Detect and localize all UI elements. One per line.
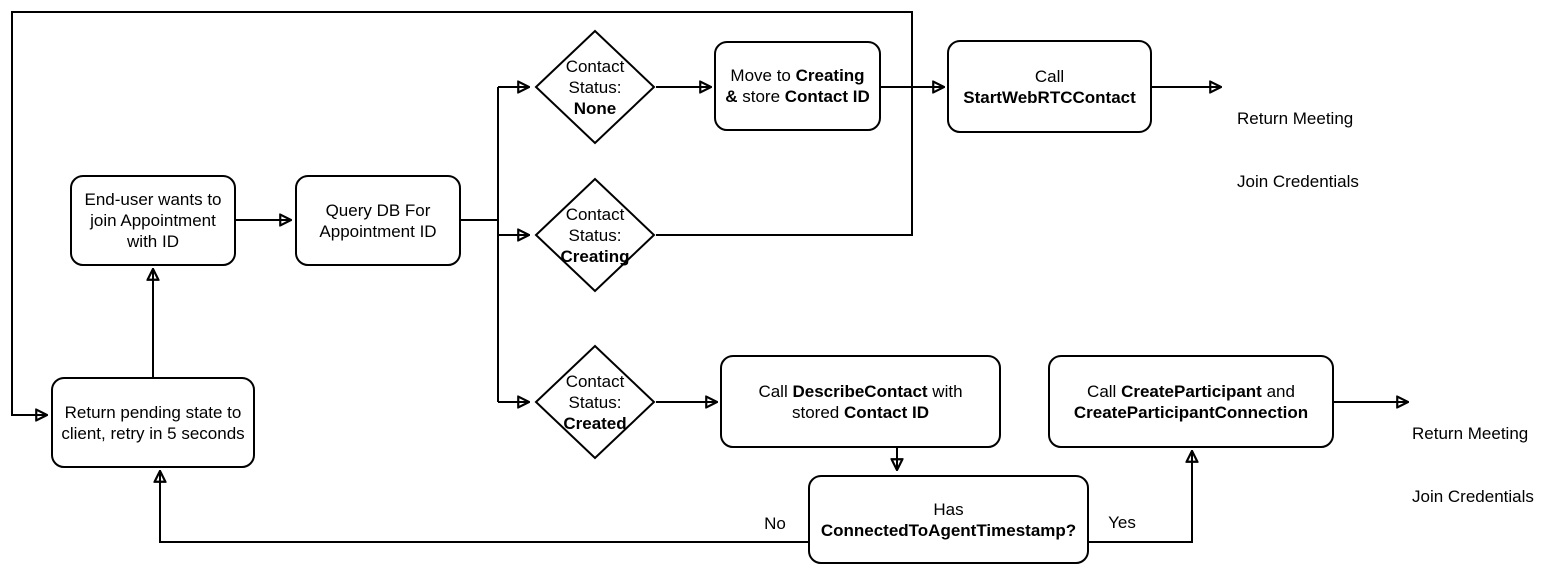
text-segment: Contact ID	[843, 402, 929, 422]
node-text-line: Status:	[568, 77, 622, 97]
node-text-line: Creating	[560, 246, 630, 266]
text-segment: Creating	[795, 66, 865, 85]
node-text-line: None	[573, 98, 617, 118]
node-text-line: Has	[933, 499, 964, 519]
text-segment: Move to	[730, 66, 796, 85]
label-return-meeting-credentials-bottom: Return Meeting Join Credentials	[1412, 381, 1534, 549]
text-segment: and	[1261, 381, 1295, 401]
node-text-line: Contact	[565, 371, 625, 391]
label-return-meeting-credentials-top: Return Meeting Join Credentials	[1237, 66, 1359, 234]
node-text-line: CreateParticipantConnection	[1074, 402, 1308, 423]
node-text-line: StartWebRTCContact	[963, 87, 1136, 107]
node-text-line: & store Contact ID	[725, 86, 870, 107]
node-text-line: Contact	[565, 204, 625, 224]
node-call-createparticipant: Call CreateParticipant and CreatePartici…	[1048, 355, 1334, 448]
diamond-label: Contact Status: Created	[534, 344, 656, 460]
node-text-line: Contact	[565, 56, 625, 76]
node-text-line: Appointment ID	[319, 221, 437, 241]
node-text-line: client, retry in 5 seconds	[61, 423, 245, 443]
text-segment: Call	[1087, 381, 1122, 401]
node-text-line: Query DB For	[325, 200, 431, 220]
node-query-db: Query DB For Appointment ID	[295, 175, 461, 266]
diamond-label: Contact Status: Creating	[534, 177, 656, 293]
edge-has-yes-to-createparticipant	[1089, 452, 1192, 543]
node-text-line: Call CreateParticipant and	[1087, 381, 1295, 402]
node-has-connectedtoagenttimestamp: Has ConnectedToAgentTimestamp?	[808, 475, 1089, 564]
text-segment: Call	[758, 381, 793, 401]
text-segment: with	[927, 381, 963, 401]
diamond-label: Contact Status: None	[534, 29, 656, 145]
label-no: No	[764, 514, 786, 533]
diamond-shape	[534, 344, 656, 460]
decision-contact-status-creating: Contact Status: Creating	[534, 177, 656, 293]
node-move-to-creating: Move to Creating & store Contact ID	[714, 41, 881, 131]
text-segment: Contact ID	[784, 87, 870, 106]
edge-creating-loop-to-returnpending	[11, 11, 913, 415]
node-text-line: ConnectedToAgentTimestamp?	[820, 520, 1077, 540]
node-call-startwebrtccontact: Call StartWebRTCContact	[947, 40, 1152, 133]
node-text-line: join Appointment	[90, 211, 216, 230]
node-text-line: Return pending state to	[64, 402, 242, 422]
text-segment: CreateParticipant	[1121, 381, 1262, 401]
text-segment: store	[737, 87, 785, 106]
node-text-line: End-user wants to	[84, 190, 222, 209]
decision-contact-status-none: Contact Status: None	[534, 29, 656, 145]
node-text-line: Move to Creating	[730, 65, 864, 86]
label-line: Return Meeting	[1412, 424, 1529, 443]
text-segment: stored	[792, 402, 844, 422]
text-segment: &	[725, 87, 738, 106]
node-text-line: Created	[563, 413, 627, 433]
label-yes: Yes	[1108, 513, 1136, 532]
label-line: Join Credentials	[1237, 172, 1359, 191]
node-text-line: Status:	[568, 225, 622, 245]
text-segment: CreateParticipantConnection	[1073, 402, 1309, 422]
node-text-line: Call DescribeContact with	[758, 381, 962, 402]
node-call-describecontact: Call DescribeContact with stored Contact…	[720, 355, 1001, 448]
node-text-line: stored Contact ID	[792, 402, 929, 423]
diamond-shape	[534, 177, 656, 293]
node-return-pending-state: Return pending state to client, retry in…	[51, 377, 255, 468]
diamond-shape	[534, 29, 656, 145]
node-text-line: Status:	[568, 392, 622, 412]
edge-has-no-to-returnpending	[160, 472, 808, 543]
text-segment: DescribeContact	[792, 381, 928, 401]
label-line: Join Credentials	[1412, 487, 1534, 506]
decision-contact-status-created: Contact Status: Created	[534, 344, 656, 460]
node-text-line: with ID	[127, 232, 179, 251]
node-end-user-wants-to-join: End-user wants to join Appointment with …	[70, 175, 236, 266]
label-line: Return Meeting	[1237, 109, 1354, 128]
node-text-line: Call	[1034, 66, 1065, 86]
